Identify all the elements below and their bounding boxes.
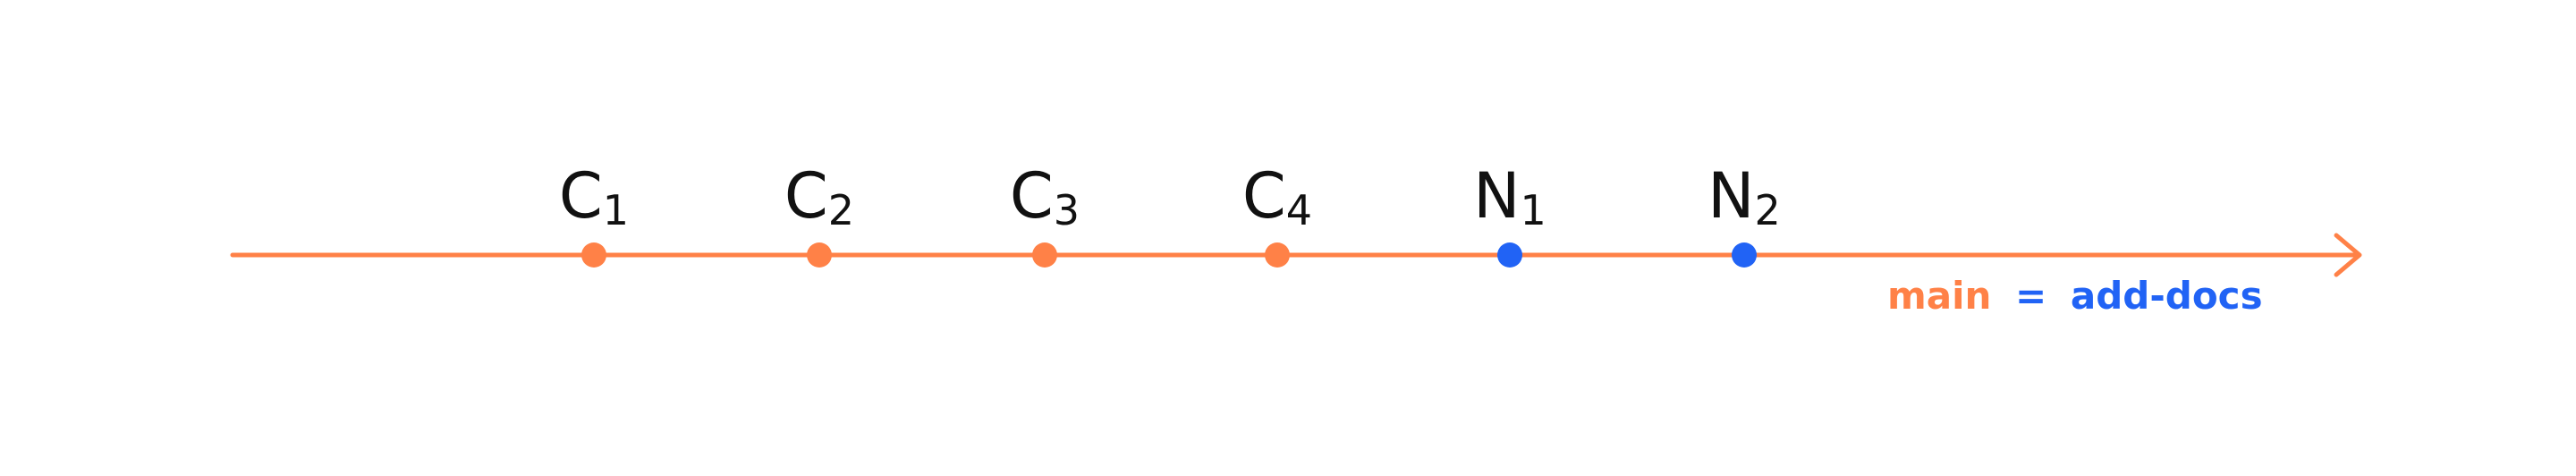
commit-label: N2: [1707, 159, 1781, 234]
commit-label-base: N: [1707, 159, 1754, 233]
commit-node: C1: [559, 159, 629, 268]
commit-node: C4: [1242, 159, 1312, 268]
commit-label-subscript: 2: [1755, 186, 1781, 234]
commit-label: C4: [1242, 159, 1312, 234]
commit-dot: [807, 242, 832, 268]
commit-node: C2: [784, 159, 854, 268]
commit-label-base: C: [784, 159, 828, 233]
branch-label: main = add-docs: [1887, 274, 2263, 318]
branch-name-main: main: [1887, 274, 1991, 318]
commit-dot: [1265, 242, 1290, 268]
commit-node: N2: [1707, 159, 1781, 268]
commit-node: C3: [1010, 159, 1080, 268]
commit-dot: [1497, 242, 1522, 268]
commit-label: C1: [559, 159, 629, 234]
commit-label-subscript: 2: [828, 186, 854, 234]
commit-label-base: C: [1242, 159, 1286, 233]
commit-label: N1: [1473, 159, 1546, 234]
commit-dot: [1032, 242, 1057, 268]
commit-dot: [1732, 242, 1757, 268]
commit-label-subscript: 1: [1521, 186, 1546, 234]
commit-label: C3: [1010, 159, 1080, 234]
commit-label: C2: [784, 159, 854, 234]
commit-label-base: C: [1010, 159, 1054, 233]
branch-name-add-docs: add-docs: [2071, 274, 2263, 318]
commit-label-subscript: 3: [1054, 186, 1080, 234]
commit-label-base: N: [1473, 159, 1520, 233]
branch-equals: =: [2015, 274, 2046, 318]
commit-dot: [581, 242, 606, 268]
commit-node: N1: [1473, 159, 1546, 268]
commit-label-base: C: [559, 159, 603, 233]
commit-label-subscript: 1: [603, 186, 629, 234]
timeline-arrowhead-icon: [2334, 233, 2362, 277]
commit-label-subscript: 4: [1286, 186, 1312, 234]
